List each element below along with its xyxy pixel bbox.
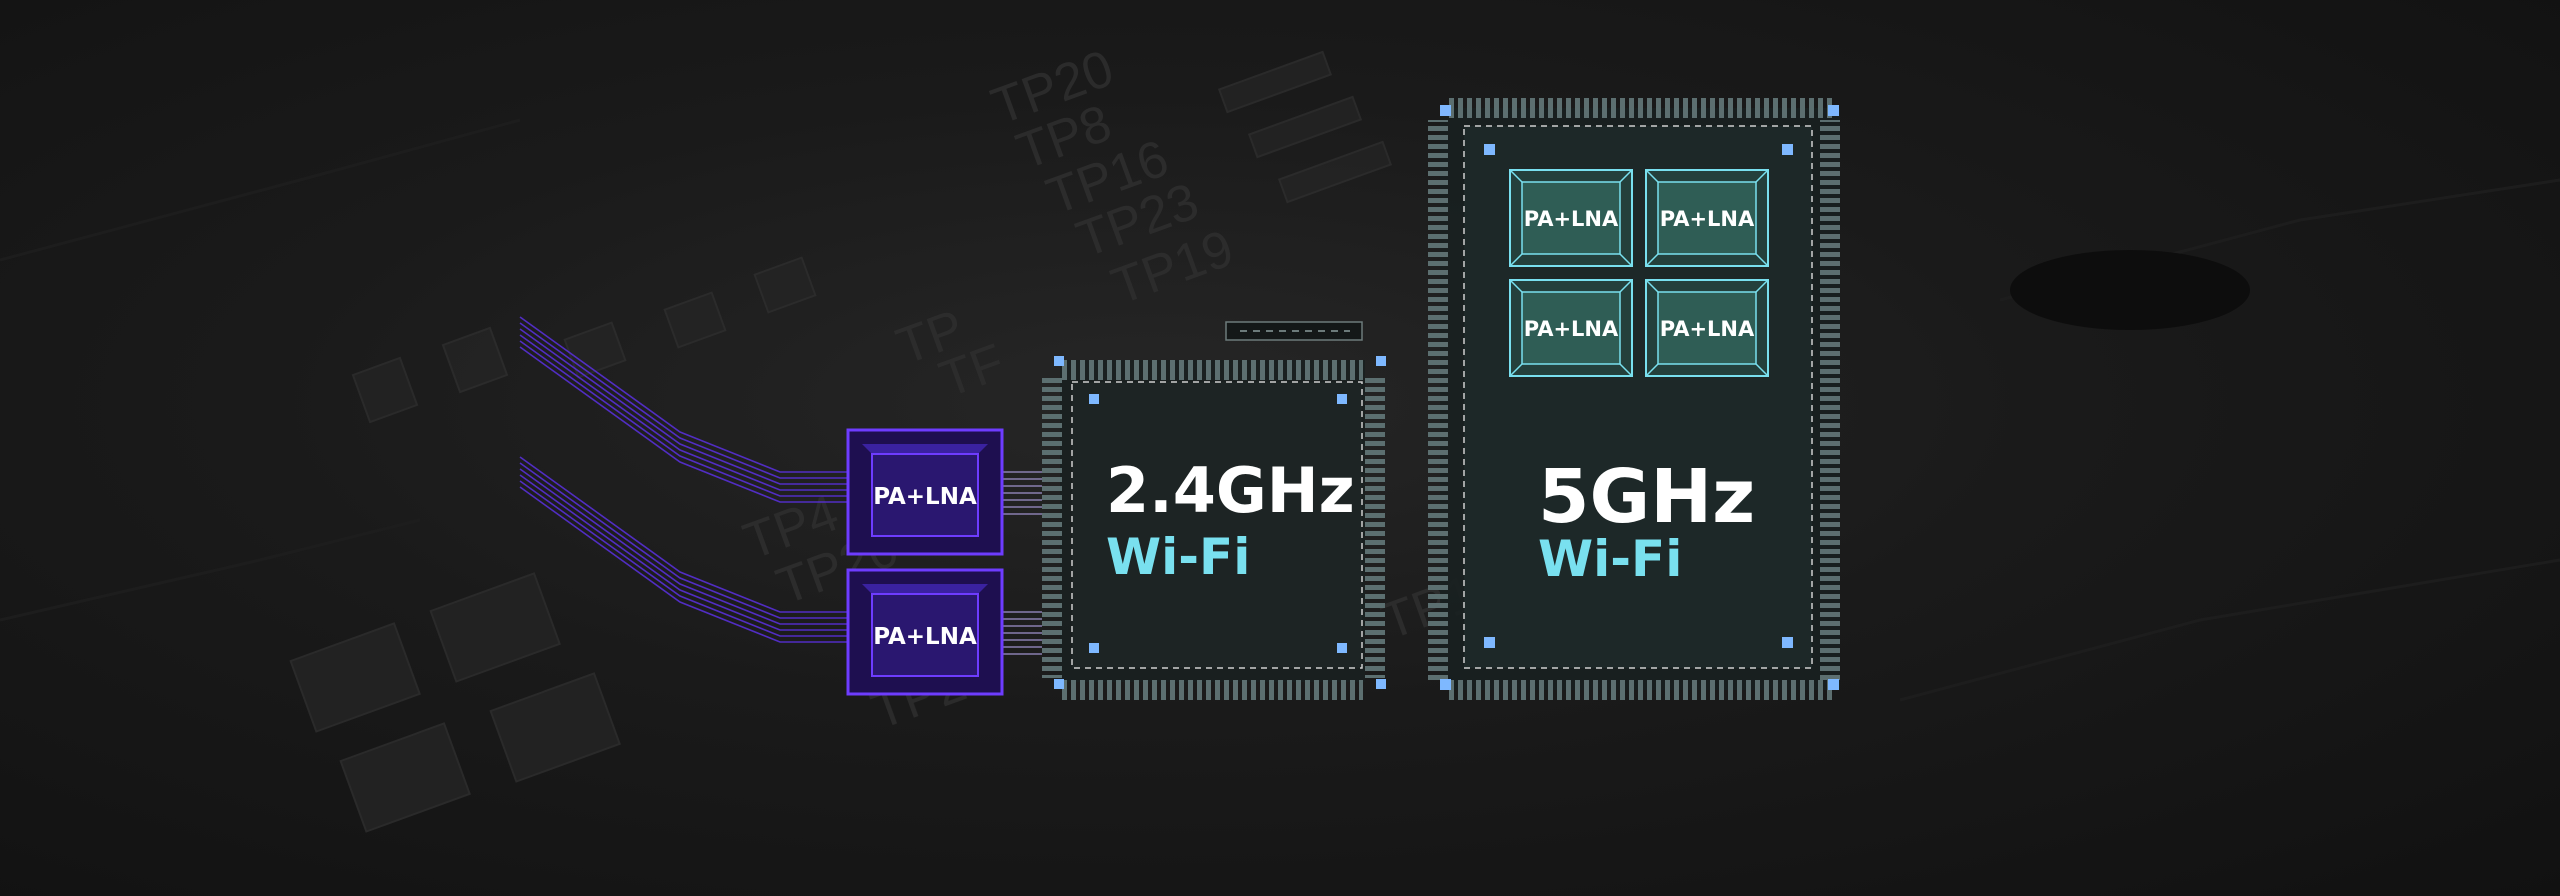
trace-line [519, 462, 848, 619]
pa-lna-label: PA+LNA [873, 484, 977, 510]
trace-line [519, 486, 848, 643]
pa-lna-label: PA+LNA [873, 624, 977, 650]
trace-line [519, 316, 848, 473]
chip-2-4ghz: 2.4GHz Wi-Fi [1042, 321, 1386, 700]
pa-lna-module-5ghz: PA+LNA [1509, 279, 1633, 377]
pa-lna-label: PA+LNA [1524, 207, 1619, 231]
signal-traces [519, 316, 1042, 655]
pa-lna-module-5ghz: PA+LNA [1645, 279, 1769, 377]
trace-line [519, 456, 848, 613]
trace-line [519, 480, 848, 637]
chip-2-4ghz-frequency: 2.4GHz [1106, 454, 1355, 527]
pa-lna-label: PA+LNA [1660, 317, 1755, 341]
pa-lna-module-left-2: PA+LNA [846, 568, 1004, 696]
trace-line [519, 340, 848, 497]
background-components [289, 50, 1393, 833]
pa-lna-array-5ghz: PA+LNA PA+LNA PA+LNA PA+LNA [1509, 169, 1769, 377]
board-hole [2010, 250, 2250, 330]
pa-lna-module-5ghz: PA+LNA [1509, 169, 1633, 267]
trace-line [519, 346, 848, 503]
chip-5ghz-wifi-label: Wi-Fi [1538, 530, 1682, 588]
pa-lna-label: PA+LNA [1524, 317, 1619, 341]
trace-line [519, 322, 848, 479]
pa-lna-module-5ghz: PA+LNA [1645, 169, 1769, 267]
trace-line [519, 474, 848, 631]
chip-5ghz-frequency: 5GHz [1538, 454, 1755, 540]
pa-lna-label: PA+LNA [1660, 207, 1755, 231]
trace-line [519, 328, 848, 485]
chip-5ghz: PA+LNA PA+LNA PA+LNA PA+LNA 5GHz Wi-Fi [1428, 98, 1840, 700]
chip-2-4ghz-wifi-label: Wi-Fi [1106, 528, 1250, 586]
trace-line [519, 468, 848, 625]
pa-lna-module-left-1: PA+LNA [846, 428, 1004, 556]
trace-line [519, 334, 848, 491]
background-board: TP20TP8TP16TP23TP19TPTFTP4TP20TP16TP23TP… [0, 39, 2560, 833]
